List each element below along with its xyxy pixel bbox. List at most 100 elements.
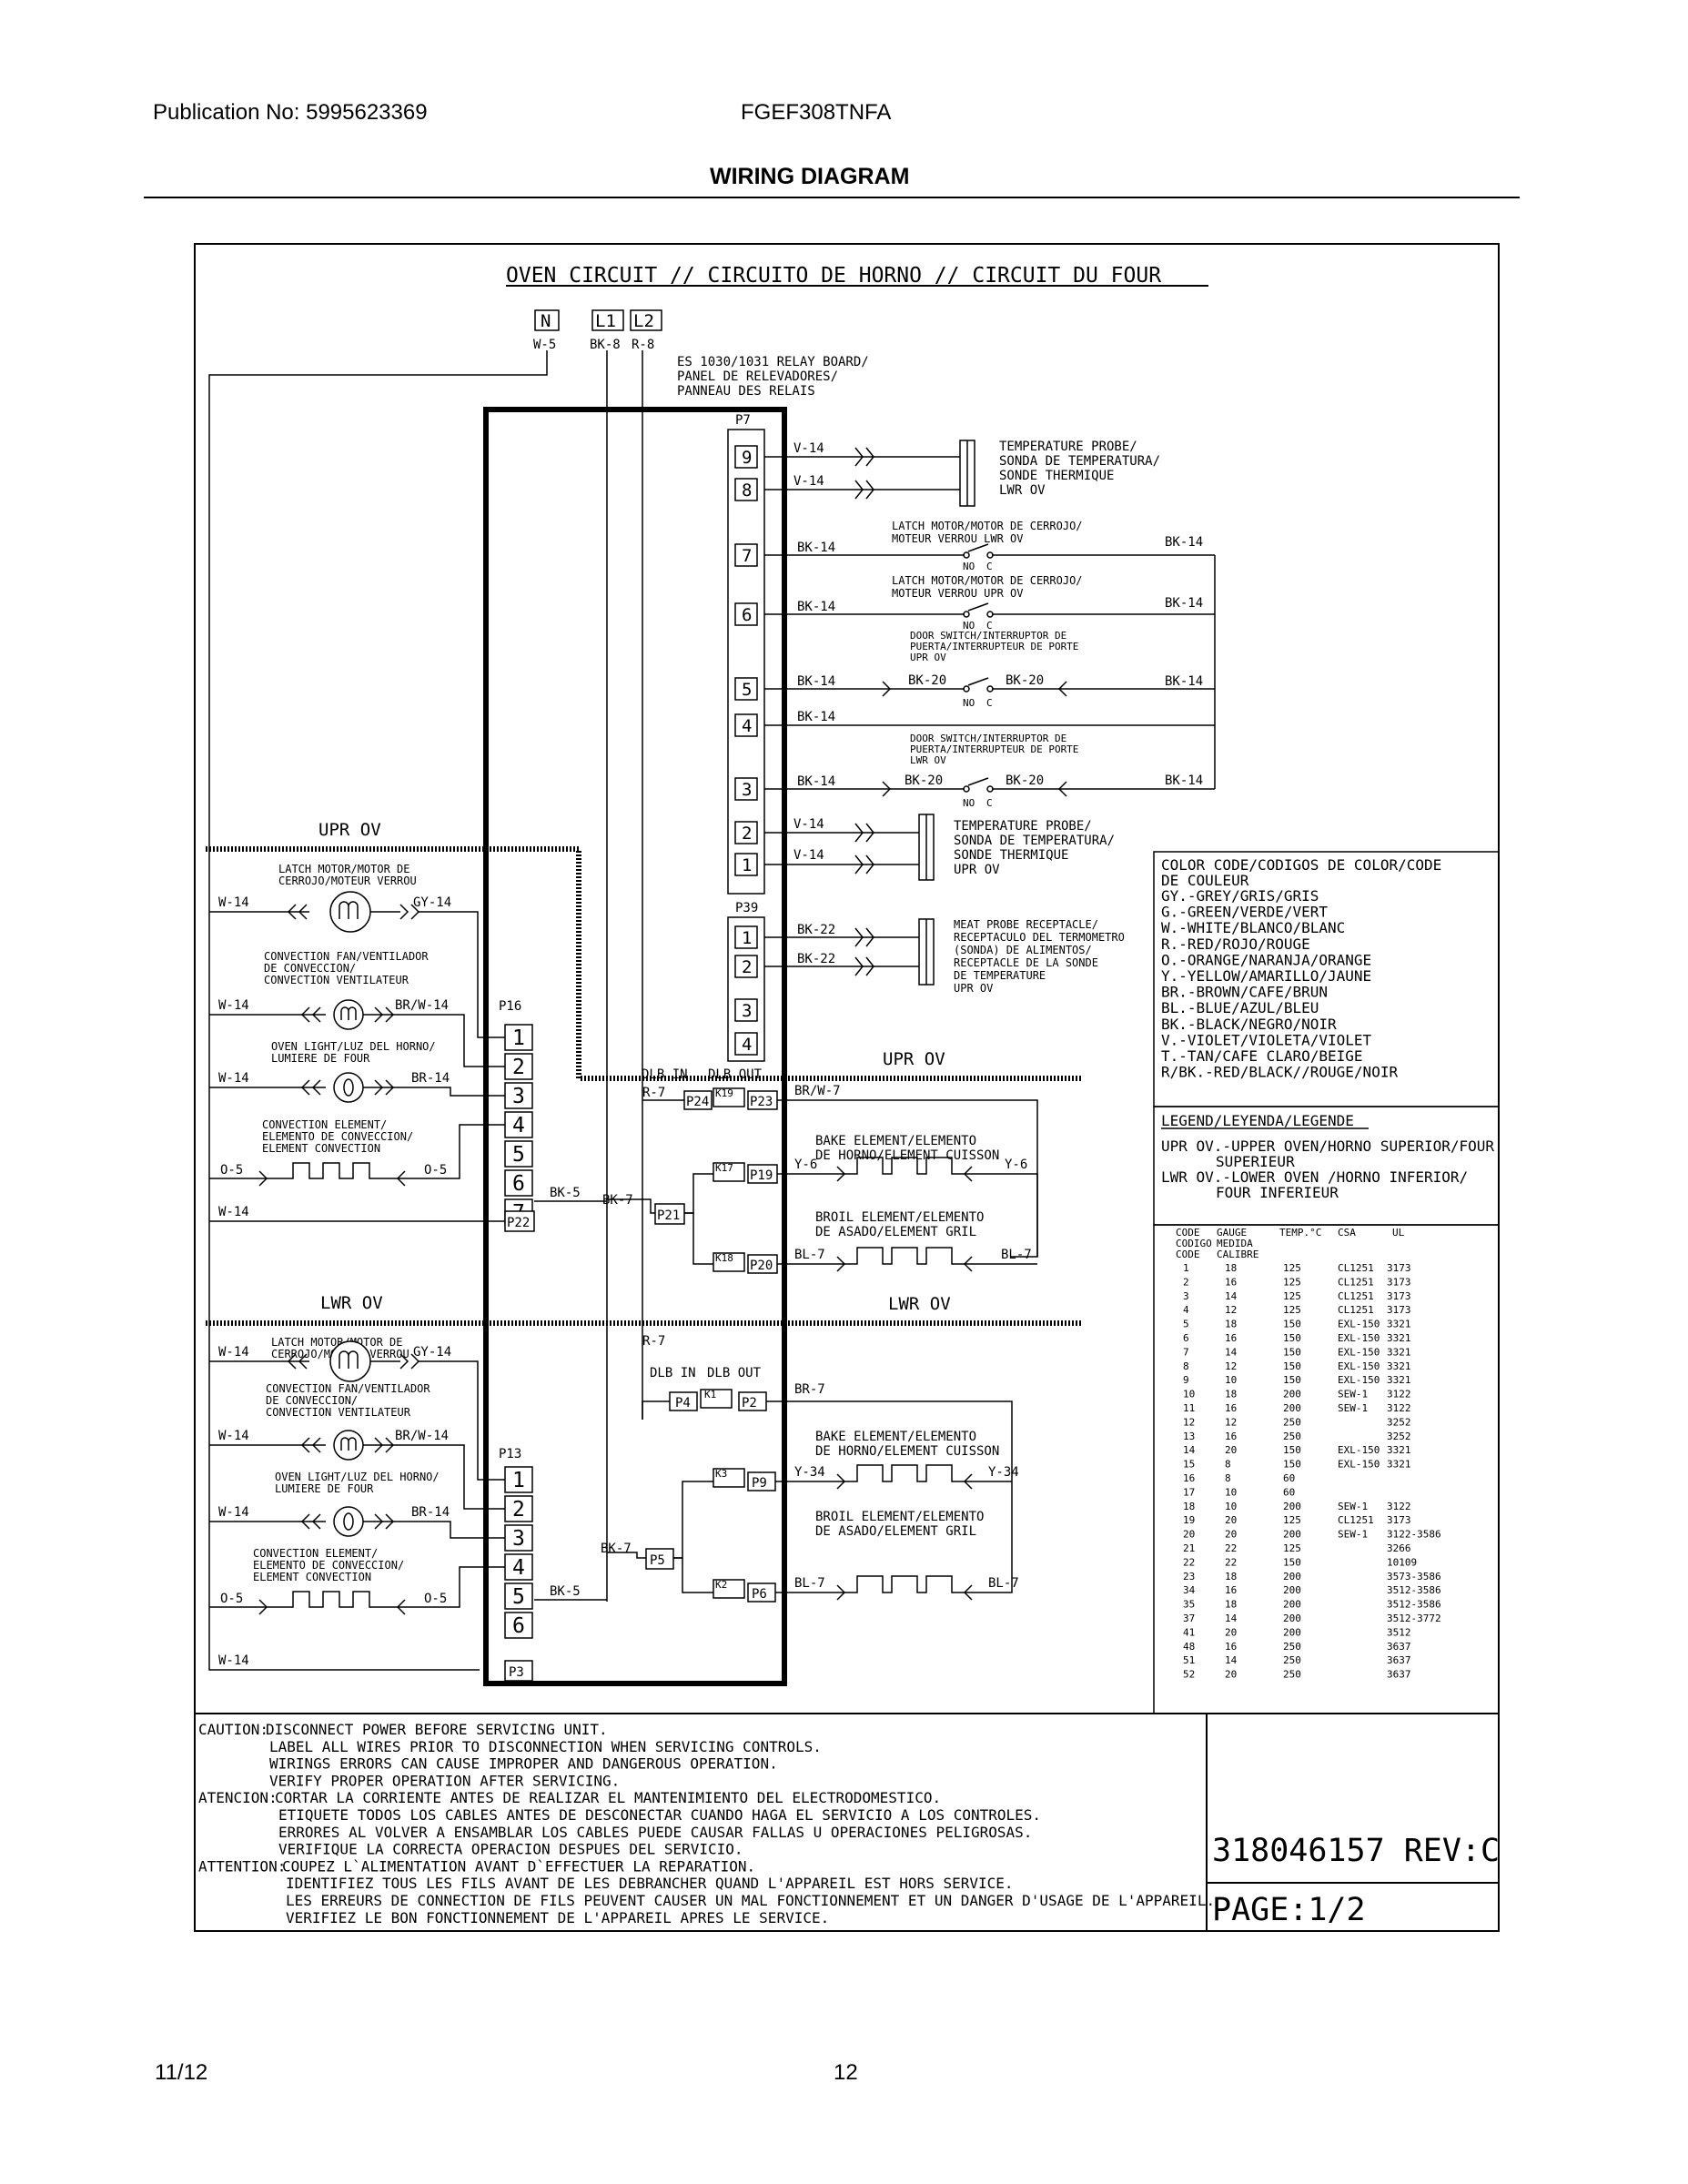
svg-text:LWR OV: LWR OV xyxy=(910,754,946,766)
gauge-table-cell: 3321 xyxy=(1387,1319,1411,1330)
svg-text:MOTEUR VERROU UPR OV: MOTEUR VERROU UPR OV xyxy=(892,587,1024,600)
gauge-table-cell: 200 xyxy=(1283,1599,1301,1611)
p16-pins: 1234567 xyxy=(504,1024,533,1226)
p39-pin-number: 4 xyxy=(742,1035,752,1055)
gauge-table: CODE GAUGE TEMP.°C CSA UL CODIGO MEDIDA … xyxy=(1153,1224,1500,1714)
svg-text:BL-7: BL-7 xyxy=(794,1248,825,1262)
svg-text:Y-6: Y-6 xyxy=(794,1158,817,1172)
gauge-table-cell: EXL-150 xyxy=(1338,1319,1380,1330)
svg-text:NO: NO xyxy=(963,620,975,632)
gauge-table-cell: 16 xyxy=(1225,1641,1237,1653)
svg-text:BK-8: BK-8 xyxy=(590,338,621,352)
gauge-table-cell: 8 xyxy=(1225,1472,1231,1484)
gauge-table-cell: 10 xyxy=(1183,1389,1195,1400)
p16-pin xyxy=(504,1024,533,1051)
svg-text:PUERTA/INTERRUPTEUR DE PORTE: PUERTA/INTERRUPTEUR DE PORTE xyxy=(910,743,1078,755)
gauge-table-cell: 3122 xyxy=(1387,1389,1411,1400)
gauge-table-cell: 11 xyxy=(1183,1402,1195,1414)
svg-text:DOOR SWITCH/INTERRUPTOR DE: DOOR SWITCH/INTERRUPTOR DE xyxy=(910,733,1066,744)
gauge-table-cell: 200 xyxy=(1283,1626,1301,1638)
svg-text:CERROJO/MOTEUR VERROU: CERROJO/MOTEUR VERROU xyxy=(278,875,417,887)
caution-heading: ATENCION: xyxy=(198,1789,278,1806)
svg-text:BK-20: BK-20 xyxy=(908,673,946,688)
gauge-table-cell: 14 xyxy=(1225,1654,1238,1666)
terminal-l1: L1 xyxy=(595,311,616,331)
gauge-table-cell: 200 xyxy=(1283,1571,1301,1582)
p13-pin-number: 3 xyxy=(512,1527,525,1551)
svg-text:W-14: W-14 xyxy=(218,895,249,910)
gauge-table-cell: 3637 xyxy=(1387,1654,1411,1666)
svg-text:K3: K3 xyxy=(715,1468,727,1480)
gauge-table-cell: 125 xyxy=(1283,1290,1301,1302)
p7-pin-number: 4 xyxy=(742,716,752,736)
svg-text:BK-5: BK-5 xyxy=(550,1584,581,1599)
gauge-table-cell: 3122 xyxy=(1387,1501,1411,1512)
svg-text:(SONDA) DE ALIMENTOS/: (SONDA) DE ALIMENTOS/ xyxy=(954,944,1092,956)
svg-text:NO: NO xyxy=(963,697,975,709)
gauge-table-cell: 150 xyxy=(1283,1444,1301,1456)
gauge-table-cell: CL1251 xyxy=(1338,1276,1374,1288)
gauge-table-cell: SEW-1 xyxy=(1338,1402,1368,1414)
svg-text:K19: K19 xyxy=(715,1087,733,1099)
svg-text:P23: P23 xyxy=(750,1095,773,1109)
svg-text:UPR OV: UPR OV xyxy=(954,863,1000,877)
gauge-table-cell: 5 xyxy=(1183,1319,1189,1330)
svg-text:P5: P5 xyxy=(650,1553,665,1568)
svg-text:O-5: O-5 xyxy=(220,1163,243,1178)
gauge-table-cell: 10109 xyxy=(1387,1556,1417,1568)
svg-text:BK-14: BK-14 xyxy=(797,774,835,789)
caution-text: CAUTION:DISCONNECT POWER BEFORE SERVICIN… xyxy=(198,1721,1215,1926)
p13-pin xyxy=(504,1553,533,1581)
upper-latch-motor-icon xyxy=(329,891,371,933)
p13-pin-number: 4 xyxy=(512,1556,525,1580)
svg-text:BK-20: BK-20 xyxy=(1006,774,1044,788)
svg-text:C: C xyxy=(986,697,993,709)
svg-text:W-14: W-14 xyxy=(218,1205,249,1219)
svg-text:COLOR CODE/CODIGOS DE COLOR/CO: COLOR CODE/CODIGOS DE COLOR/CODE xyxy=(1161,856,1441,874)
svg-text:UPR OV: UPR OV xyxy=(883,1049,945,1069)
p7-pin xyxy=(734,713,758,737)
publication-number: Publication No: 5995623369 xyxy=(153,100,428,125)
caution-line: ERRORES AL VOLVER A ENSAMBLAR LOS CABLES… xyxy=(278,1824,1032,1841)
gauge-table-cell: 125 xyxy=(1283,1276,1301,1288)
svg-text:R-7: R-7 xyxy=(642,1334,665,1349)
p39-pin xyxy=(734,1032,758,1056)
gauge-table-cell: 10 xyxy=(1225,1486,1237,1498)
gauge-table-cell: 3321 xyxy=(1387,1374,1411,1386)
p7-pin xyxy=(734,478,758,501)
svg-text:CALIBRE: CALIBRE xyxy=(1217,1249,1258,1260)
gauge-table-cell: 15 xyxy=(1183,1459,1195,1471)
svg-text:BR/W-14: BR/W-14 xyxy=(395,1429,449,1443)
svg-text:LWR OV: LWR OV xyxy=(999,483,1046,498)
gauge-table-cell: 150 xyxy=(1283,1360,1301,1372)
gauge-table-cell: 3173 xyxy=(1387,1262,1411,1274)
gauge-table-cell: 20 xyxy=(1183,1529,1195,1541)
gauge-table-cell: 8 xyxy=(1225,1459,1231,1471)
svg-text:C: C xyxy=(986,797,993,809)
gauge-table-cell: 200 xyxy=(1283,1501,1301,1512)
gauge-table-cell: 3173 xyxy=(1387,1290,1411,1302)
gauge-table-cell: 16 xyxy=(1225,1276,1237,1288)
svg-text:TEMP.°C: TEMP.°C xyxy=(1279,1227,1321,1239)
lower-oven-light-icon xyxy=(333,1506,364,1537)
svg-text:SONDE THERMIQUE: SONDE THERMIQUE xyxy=(954,848,1068,863)
svg-text:DE COULEUR: DE COULEUR xyxy=(1161,872,1249,889)
svg-text:DLB IN: DLB IN xyxy=(642,1067,688,1082)
gauge-table-cell: 10 xyxy=(1225,1501,1237,1512)
gauge-table-cell: 34 xyxy=(1183,1584,1196,1596)
caution-line: ETIQUETE TODOS LOS CABLES ANTES DE DESCO… xyxy=(278,1806,1041,1824)
svg-text:LATCH MOTOR/MOTOR DE CERROJO/: LATCH MOTOR/MOTOR DE CERROJO/ xyxy=(892,574,1083,587)
p16-pin xyxy=(504,1111,533,1138)
svg-text:UPR OV: UPR OV xyxy=(910,652,946,663)
svg-text:CONVECTION ELEMENT/: CONVECTION ELEMENT/ xyxy=(253,1547,378,1560)
gauge-table-cell: EXL-150 xyxy=(1338,1332,1380,1344)
gauge-table-cell: CL1251 xyxy=(1338,1262,1374,1274)
svg-text:Y-34: Y-34 xyxy=(794,1465,825,1480)
svg-text:V-14: V-14 xyxy=(793,474,824,489)
gauge-table-cell: 150 xyxy=(1283,1459,1301,1471)
svg-text:RECEPTACULO DEL TERMOMETRO: RECEPTACULO DEL TERMOMETRO xyxy=(954,931,1125,944)
svg-text:BK-7: BK-7 xyxy=(602,1193,633,1208)
gauge-table-cell: CL1251 xyxy=(1338,1290,1374,1302)
svg-text:W-14: W-14 xyxy=(218,1071,249,1086)
